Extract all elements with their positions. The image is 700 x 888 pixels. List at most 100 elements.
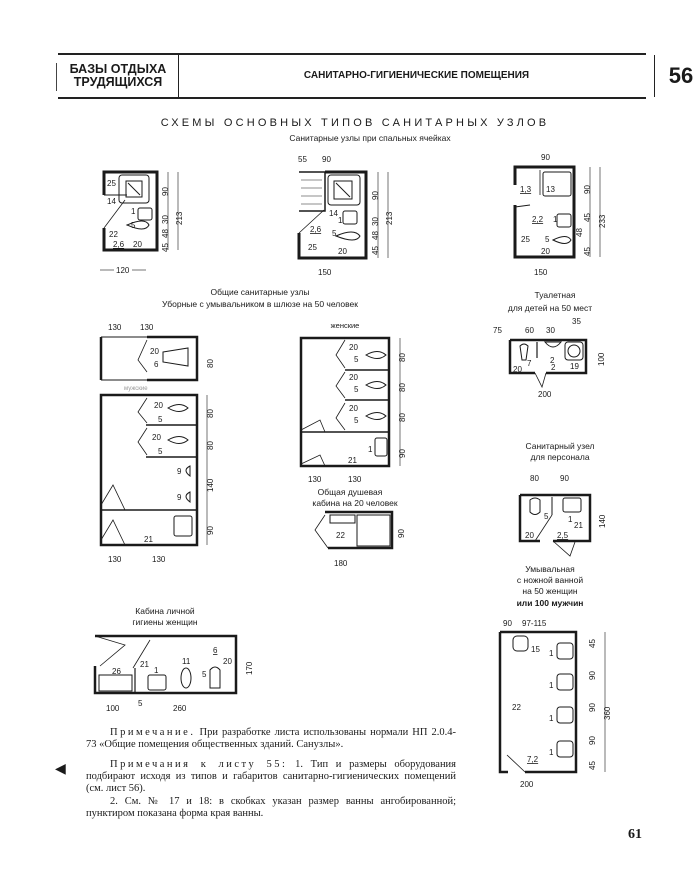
svg-text:20: 20 (349, 373, 358, 382)
svg-text:2,6: 2,6 (113, 240, 125, 249)
svg-text:97-115: 97-115 (522, 619, 547, 628)
shower-title-2: кабина на 20 человек (312, 498, 398, 508)
svg-text:45: 45 (588, 761, 597, 770)
svg-text:90: 90 (541, 153, 550, 162)
svg-text:48: 48 (161, 229, 170, 238)
svg-text:20: 20 (349, 343, 358, 352)
svg-text:1: 1 (549, 714, 554, 723)
svg-text:2,2: 2,2 (532, 215, 544, 224)
svg-text:120: 120 (116, 266, 130, 275)
svg-text:25: 25 (308, 243, 317, 252)
note-1-lead: Примечание. (110, 727, 196, 738)
svg-text:48: 48 (371, 231, 380, 240)
svg-text:25: 25 (107, 179, 116, 188)
svg-text:21: 21 (144, 535, 153, 544)
svg-text:1: 1 (338, 216, 343, 225)
svg-text:20: 20 (152, 433, 161, 442)
shower-title-1: Общая душевая (317, 487, 383, 497)
svg-text:1: 1 (368, 445, 373, 454)
svg-text:130: 130 (152, 555, 166, 564)
svg-text:5: 5 (138, 699, 143, 708)
section-line-2: ТРУДЯЩИХСЯ (73, 75, 163, 89)
svg-text:2: 2 (550, 356, 555, 365)
svg-text:5: 5 (131, 221, 136, 230)
svg-text:22: 22 (336, 531, 345, 540)
svg-text:15: 15 (531, 645, 540, 654)
svg-text:130: 130 (348, 475, 362, 484)
svg-text:1: 1 (549, 681, 554, 690)
svg-text:1: 1 (549, 649, 554, 658)
svg-text:21: 21 (348, 456, 357, 465)
note-1: Примечание. При разработке листа использ… (86, 727, 456, 751)
svg-text:20: 20 (541, 247, 550, 256)
svg-text:48: 48 (575, 228, 584, 237)
svg-text:5: 5 (545, 235, 550, 244)
svg-text:80: 80 (530, 474, 539, 483)
washroom-title-3: на 50 женщин (522, 586, 578, 596)
page-subtitle: Санитарные узлы при спальных ячейках (289, 133, 451, 143)
svg-text:170: 170 (245, 661, 254, 675)
svg-text:9: 9 (177, 467, 182, 476)
common-title: Общие санитарные узлы (210, 287, 310, 297)
kids-toilet-title-2: для детей на 50 мест (507, 303, 593, 313)
staff-title-2: для персонала (530, 452, 590, 462)
svg-text:100: 100 (106, 704, 120, 713)
page-title: СХЕМЫ ОСНОВНЫХ ТИПОВ САНИТАРНЫХ УЗЛОВ (160, 117, 550, 129)
men-label: мужские (124, 386, 148, 392)
svg-text:1: 1 (154, 666, 159, 675)
svg-text:90: 90 (560, 474, 569, 483)
sheet-number: 56 (654, 55, 700, 97)
svg-text:90: 90 (503, 619, 512, 628)
svg-text:200: 200 (538, 390, 552, 399)
svg-text:2,6: 2,6 (310, 225, 322, 234)
svg-text:5: 5 (354, 355, 359, 364)
svg-text:90: 90 (397, 529, 406, 538)
svg-text:5: 5 (158, 447, 163, 456)
svg-text:26: 26 (112, 667, 121, 676)
svg-text:7,2: 7,2 (527, 755, 539, 764)
staff-title-1: Санитарный узел (525, 441, 595, 451)
svg-text:140: 140 (206, 478, 215, 492)
note-3: 2. См. № 17 и 18: в скобках указан разме… (86, 796, 456, 819)
washroom-title-2: с ножной ванной (516, 575, 584, 585)
svg-text:80: 80 (398, 383, 407, 392)
svg-text:2,5: 2,5 (557, 531, 569, 540)
svg-text:30: 30 (546, 326, 555, 335)
svg-text:130: 130 (108, 323, 122, 332)
svg-text:213: 213 (385, 211, 394, 225)
svg-text:20: 20 (154, 401, 163, 410)
svg-text:80: 80 (206, 441, 215, 450)
svg-text:45: 45 (371, 246, 380, 255)
note-2-lead: Примечания к листу 55: (110, 759, 288, 770)
svg-text:90: 90 (371, 191, 380, 200)
svg-text:80: 80 (206, 359, 215, 368)
svg-text:20: 20 (338, 247, 347, 256)
svg-text:30: 30 (371, 217, 380, 226)
svg-text:45: 45 (583, 213, 592, 222)
svg-text:45: 45 (161, 243, 170, 252)
svg-text:60: 60 (525, 326, 534, 335)
svg-text:20: 20 (349, 404, 358, 413)
svg-text:7: 7 (527, 359, 532, 368)
svg-text:20: 20 (513, 365, 522, 374)
svg-text:260: 260 (173, 704, 187, 713)
svg-text:19: 19 (570, 362, 579, 371)
svg-text:22: 22 (512, 703, 521, 712)
svg-text:2: 2 (551, 363, 556, 372)
note-2-text: 1. Тип и размеры оборудования подбирают … (86, 759, 457, 794)
svg-text:180: 180 (334, 559, 348, 568)
page-number: 61 (628, 827, 642, 842)
section-line-1: БАЗЫ ОТДЫХА (69, 62, 167, 76)
svg-text:20: 20 (525, 531, 534, 540)
svg-text:140: 140 (598, 514, 607, 528)
svg-text:80: 80 (398, 353, 407, 362)
